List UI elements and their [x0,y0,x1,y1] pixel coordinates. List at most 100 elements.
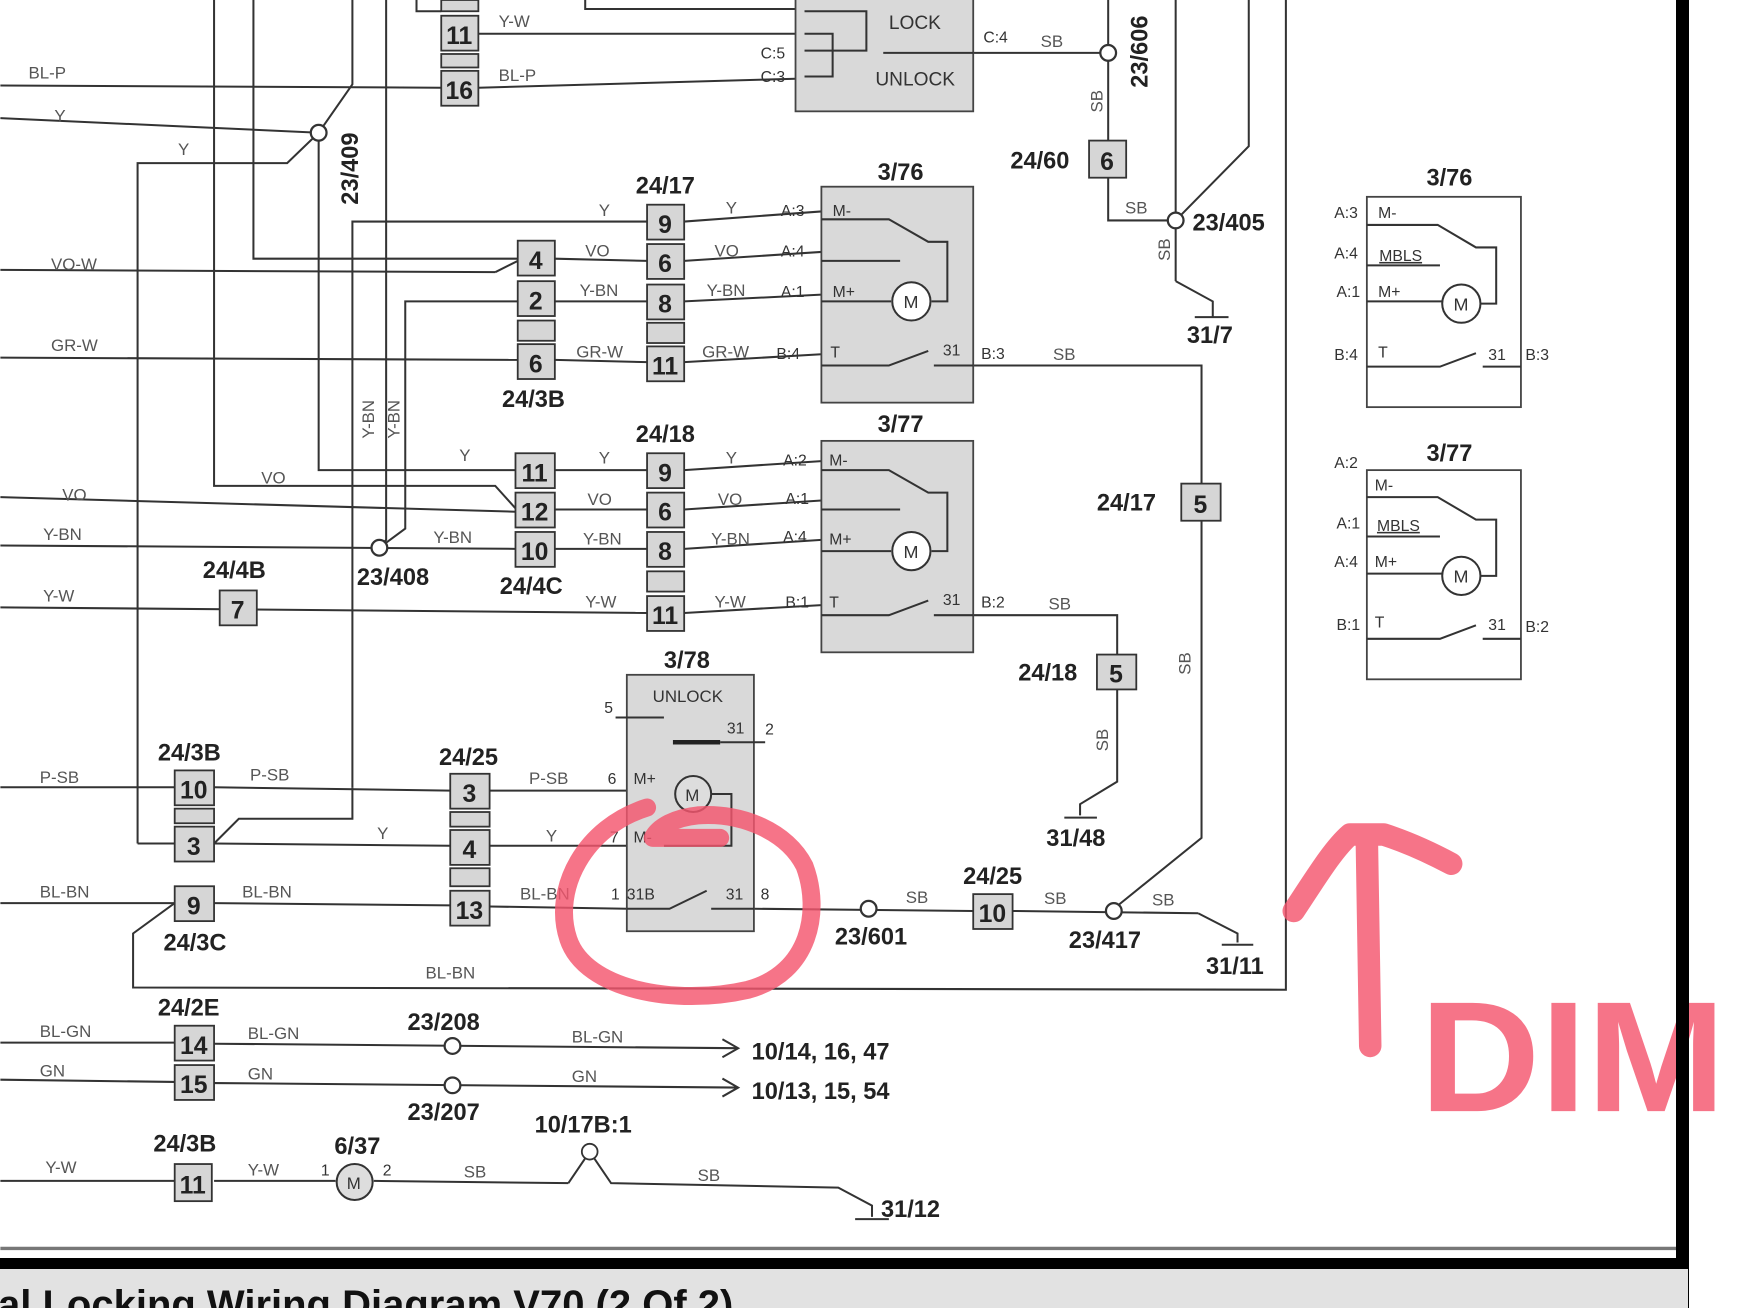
pin-number: 14 [180,1033,208,1060]
wire-label: Y-W [45,1158,76,1177]
pin-label: M+ [829,531,851,548]
wire-label: VO [715,241,739,260]
pin-number: 9 [187,893,201,920]
wire-label: Y [726,448,737,467]
terminal-label: A:4 [781,243,805,260]
terminal-label: A:1 [1336,284,1360,301]
motor-6-37: 6/37 M 1 2 [321,1134,392,1202]
pin-number: 4 [462,837,476,864]
wire-label: GR-W [576,343,623,362]
wire-label: VO [261,469,285,488]
junctions: 23/606 23/409 23/405 23/408 23/601 23/41… [309,16,1265,1223]
pin-label: M+ [634,771,656,788]
wire-label: Y [178,140,189,159]
terminal-label: A:1 [781,284,805,301]
connector-blocks: 11 16 24/3B 4 2 6 24/17 9 6 8 11 24/4C 1… [153,0,1222,1203]
terminal-label: C:5 [761,45,786,62]
wire-label: SB [1049,595,1072,614]
motor-symbol: M [903,542,918,562]
pin-number: 6 [658,500,672,527]
pin-number: 8 [658,539,672,566]
component-label: 3/78 [664,648,710,674]
junction-label: 23/409 [338,132,364,204]
pin-label: 31 [727,720,745,737]
pin-label: MBLS [1377,518,1420,535]
wire-label: GR-W [51,336,98,355]
junction-label: 23/417 [1069,928,1141,954]
pin-label: 31 [943,592,961,609]
pin-label: M- [1375,477,1393,494]
wire-label: P-SB [250,766,289,785]
page-right-border [1676,0,1689,1308]
pin-number: 3 [187,834,201,861]
motor-icon [335,1163,374,1202]
connector-label: 24/18 [636,422,695,448]
wire-labels: Y-W BL-P BL-P Y Y VO-W GR-W Y VO Y-BN GR… [28,12,1194,1185]
wire-label: BL-BN [40,882,90,901]
wire-label: SB [1093,729,1112,752]
connector-label: 24/3B [502,387,565,413]
wire-label: BL-BN [242,882,292,901]
motor-icon [891,530,932,572]
junction-label: 23/207 [408,1100,480,1126]
terminal-label: 5 [604,700,613,717]
pin-label: T [829,594,839,611]
wire-label: SB [1088,90,1107,113]
pin-number: 9 [658,212,672,239]
connector-label: 24/17 [1097,491,1156,517]
terminal-label: B:3 [981,346,1005,363]
legend-3-76: 3/76 A:3 A:4 A:1 B:4 M- MBLS M+ T 31 B:3… [1334,166,1549,409]
wire-label: Y [54,106,65,125]
wire-label: Y-W [248,1160,279,1179]
wire-label: Y-W [499,12,530,31]
pin-number: 8 [658,292,672,319]
pin-label: MBLS [1379,248,1422,265]
junction-label: 23/408 [357,565,429,591]
component-label: 6/37 [334,1134,380,1160]
wire-label: Y-BN [707,281,746,300]
wire-label: BL-P [28,64,65,83]
pin-label: 31 [1488,617,1506,634]
wire-label: SB [1152,890,1175,909]
door-lock-motor-3-77: 3/77 A:2 A:1 A:4 B:1 M- M+ T 31 B:2 M [783,412,1005,654]
lock-label: LOCK [889,13,941,34]
terminal-label: B:2 [981,594,1005,611]
terminal-label: A:4 [1334,554,1358,571]
wire-label: Y-BN [385,400,404,439]
terminal-label: B:3 [1525,347,1549,364]
wire-label: VO [585,241,609,260]
wire-label: GR-W [702,343,749,362]
terminal-label: B:1 [785,594,809,611]
pin-label: T [830,345,840,362]
pin-number: 6 [658,251,672,278]
wire-label: SB [1125,199,1148,218]
connector-label: 24/3B [158,740,221,766]
terminal-label: A:2 [783,453,807,470]
pin-number: 11 [652,354,678,381]
connector-label: 24/17 [636,173,695,199]
ground-label: 31/11 [1206,954,1264,980]
terminal-label: B:2 [1525,619,1549,636]
reference-label: 10/13, 15, 54 [752,1079,890,1105]
component-label: 3/76 [1426,166,1472,192]
pin-label: M+ [1378,284,1400,301]
wire-label: SB [464,1163,487,1182]
junction-label: 23/405 [1193,211,1265,237]
terminal-label: 7 [610,829,619,846]
wire-label: Y-BN [43,525,82,544]
wire-label: P-SB [529,769,568,788]
diagram-title: al Locking Wiring Diagram V70 (2 Of 2) [0,1283,734,1308]
motor-icon [1441,283,1482,324]
wire-label: BL-GN [248,1024,300,1043]
pin-number: 15 [180,1072,208,1099]
pin-label: M+ [833,284,855,301]
motor-symbol: M [347,1174,361,1193]
pin-label: M- [829,453,847,470]
motor-symbol: M [1453,567,1468,587]
connector-label: 24/25 [439,745,498,771]
pin-label: 31 [726,887,744,904]
wire-label: SB [698,1166,721,1185]
terminal-label: A:2 [1334,455,1358,472]
wire-label: BL-GN [40,1022,92,1041]
